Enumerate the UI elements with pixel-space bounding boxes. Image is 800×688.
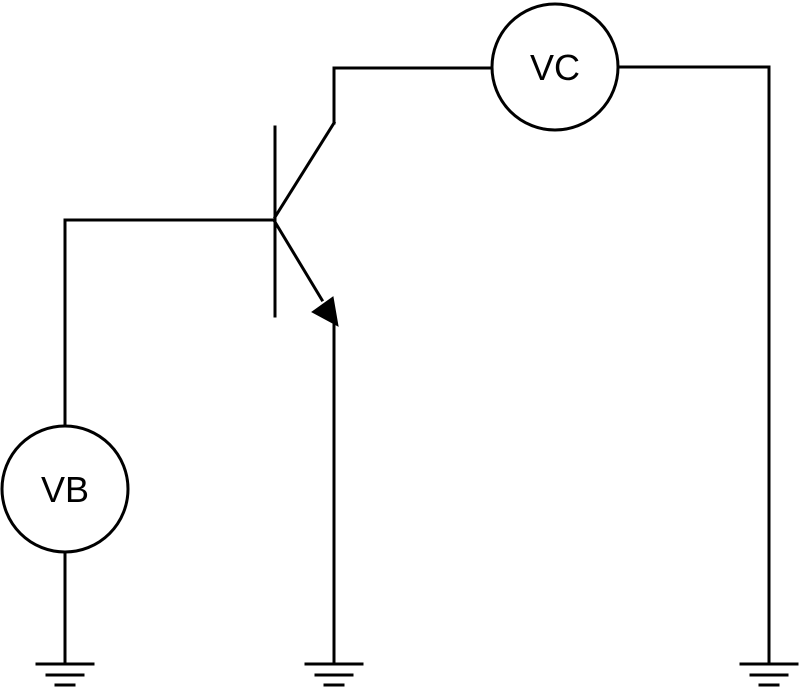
collector-wire-return [617,65,771,666]
collector-wire-up [332,66,494,125]
ground-icon-emitter [304,662,364,687]
npn-transistor [272,120,339,666]
vb-meter-label: VB [41,469,89,510]
vc-meter: VC [490,2,620,132]
vb-meter: VB [0,424,130,554]
ground-icon-vc [739,662,799,687]
base-wire [63,218,277,426]
collector-lead [272,120,337,220]
emitter-arrow-icon [311,296,339,327]
vc-meter-label: VC [530,47,580,88]
ground-icon-vb [35,662,95,687]
emitter-lead [272,219,325,303]
